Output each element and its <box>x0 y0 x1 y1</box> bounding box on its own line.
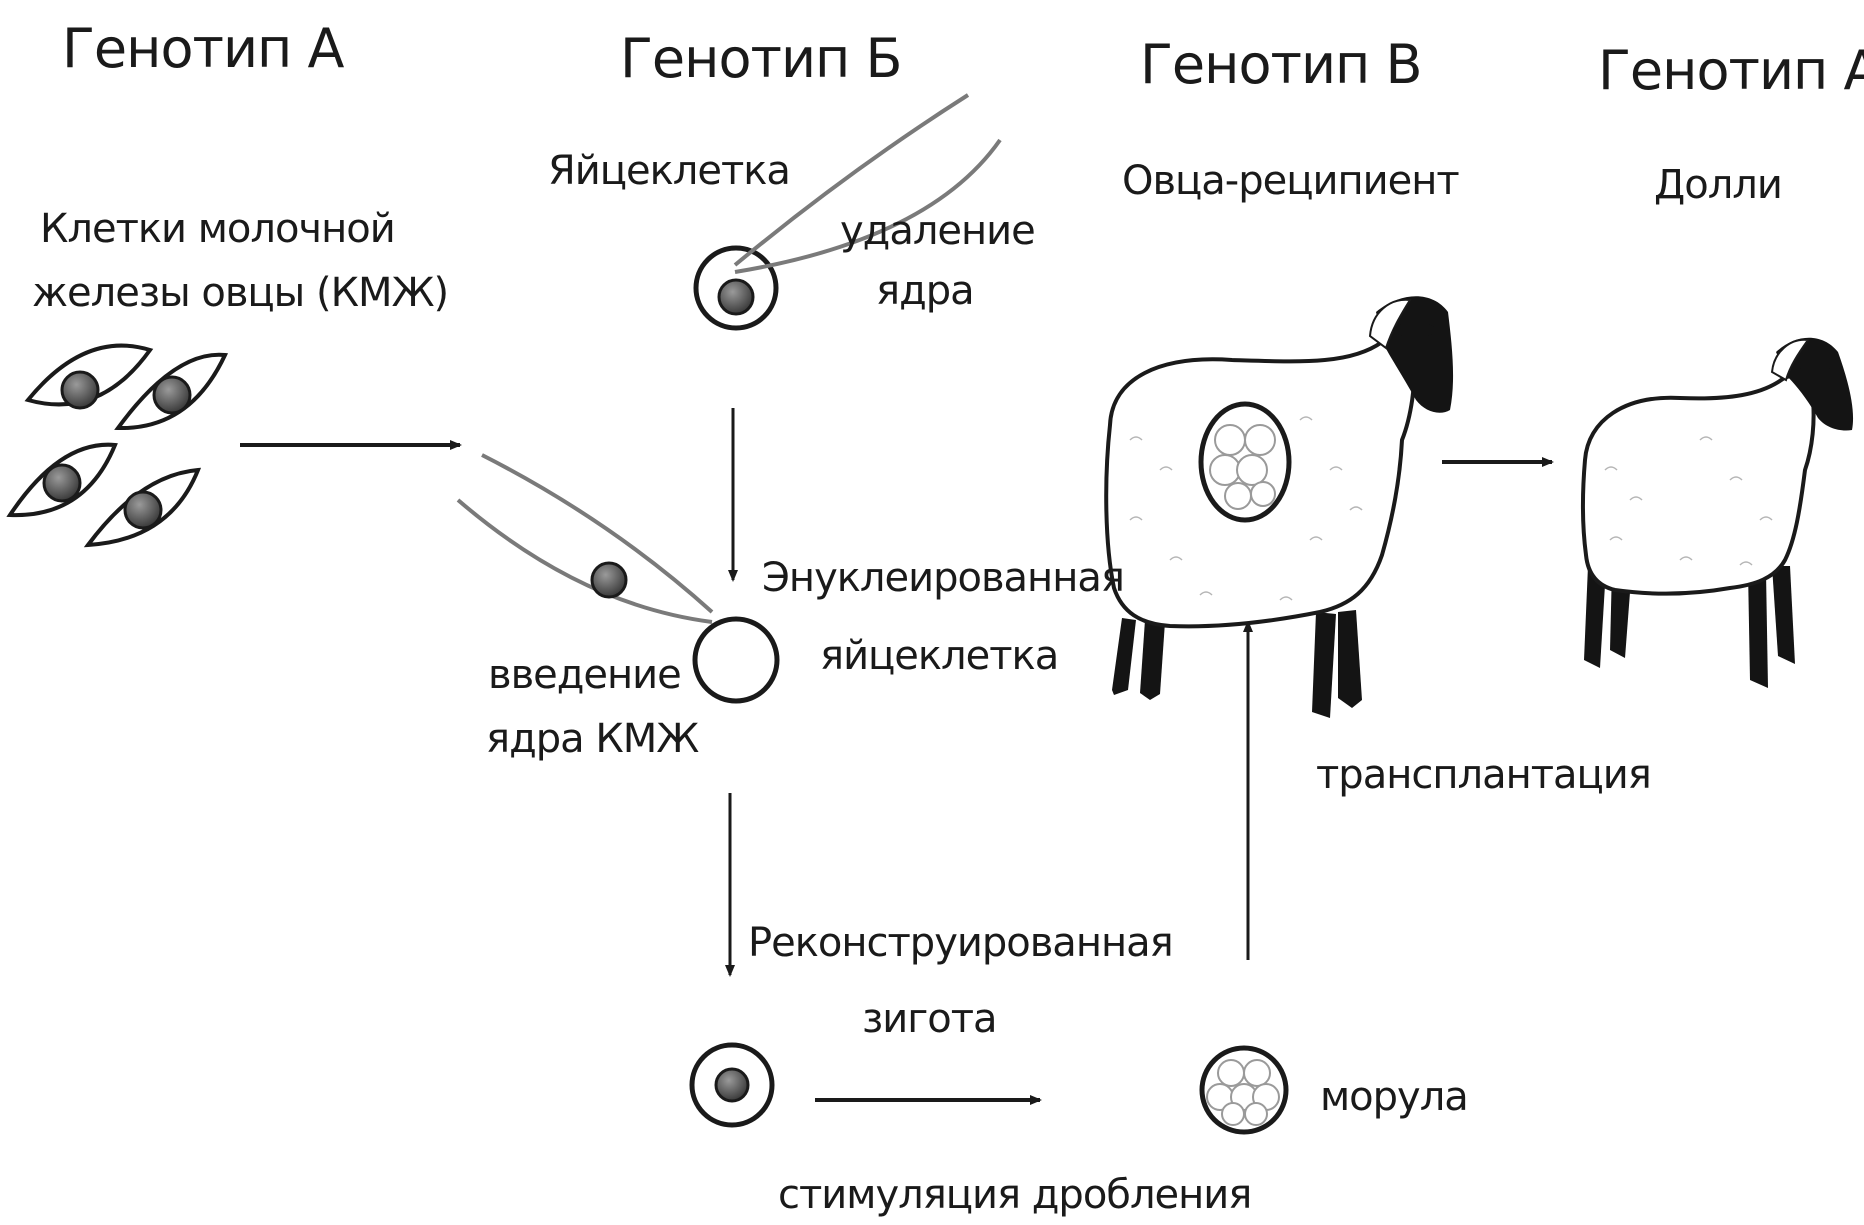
enucleated-label-line1: Энуклеированная <box>762 555 1124 601</box>
morula-label: морула <box>1320 1074 1468 1120</box>
removal-label-line2: ядра <box>876 268 974 314</box>
genotype-a-label: Генотип А <box>62 18 343 80</box>
genotype-b-label: Генотип Б <box>620 28 902 90</box>
zygote-label-line1: Реконструированная <box>748 920 1173 966</box>
insertion-pipette <box>458 455 712 622</box>
genotype-v-label: Генотип В <box>1140 34 1422 96</box>
donor-nucleus <box>592 563 626 597</box>
mammary-cells-group <box>10 346 225 545</box>
stimulation-label: стимуляция дробления <box>778 1172 1251 1218</box>
insertion-label-line2: ядра КМЖ <box>486 716 698 762</box>
reconstructed-zygote <box>692 1045 772 1125</box>
mammary-cell <box>28 346 150 408</box>
removal-label-line1: удаление <box>840 208 1035 254</box>
recipient-sheep <box>1106 296 1453 718</box>
transplantation-label: трансплантация <box>1316 752 1651 798</box>
genotype-a-dolly-label: Генотип А <box>1598 40 1864 102</box>
insertion-label-line1: введение <box>488 652 681 698</box>
enucleated-oocyte <box>695 619 777 701</box>
dolly-sheep <box>1583 338 1853 688</box>
egg-label: Яйцеклетка <box>548 148 790 194</box>
implanted-morula <box>1201 404 1289 520</box>
oocyte-with-nucleus <box>696 248 776 328</box>
zygote-label-line2: зигота <box>862 996 997 1042</box>
mammary-cell <box>88 470 198 545</box>
mammary-cells-label-line1: Клетки молочной <box>40 206 395 252</box>
morula <box>1202 1048 1286 1132</box>
mammary-cell <box>10 445 115 515</box>
enucleated-label-line2: яйцеклетка <box>820 633 1058 679</box>
recipient-label: Овца-реципиент <box>1122 158 1459 204</box>
mammary-cells-label-line2: железы овцы (КМЖ) <box>32 270 448 316</box>
dolly-label: Долли <box>1654 162 1782 208</box>
